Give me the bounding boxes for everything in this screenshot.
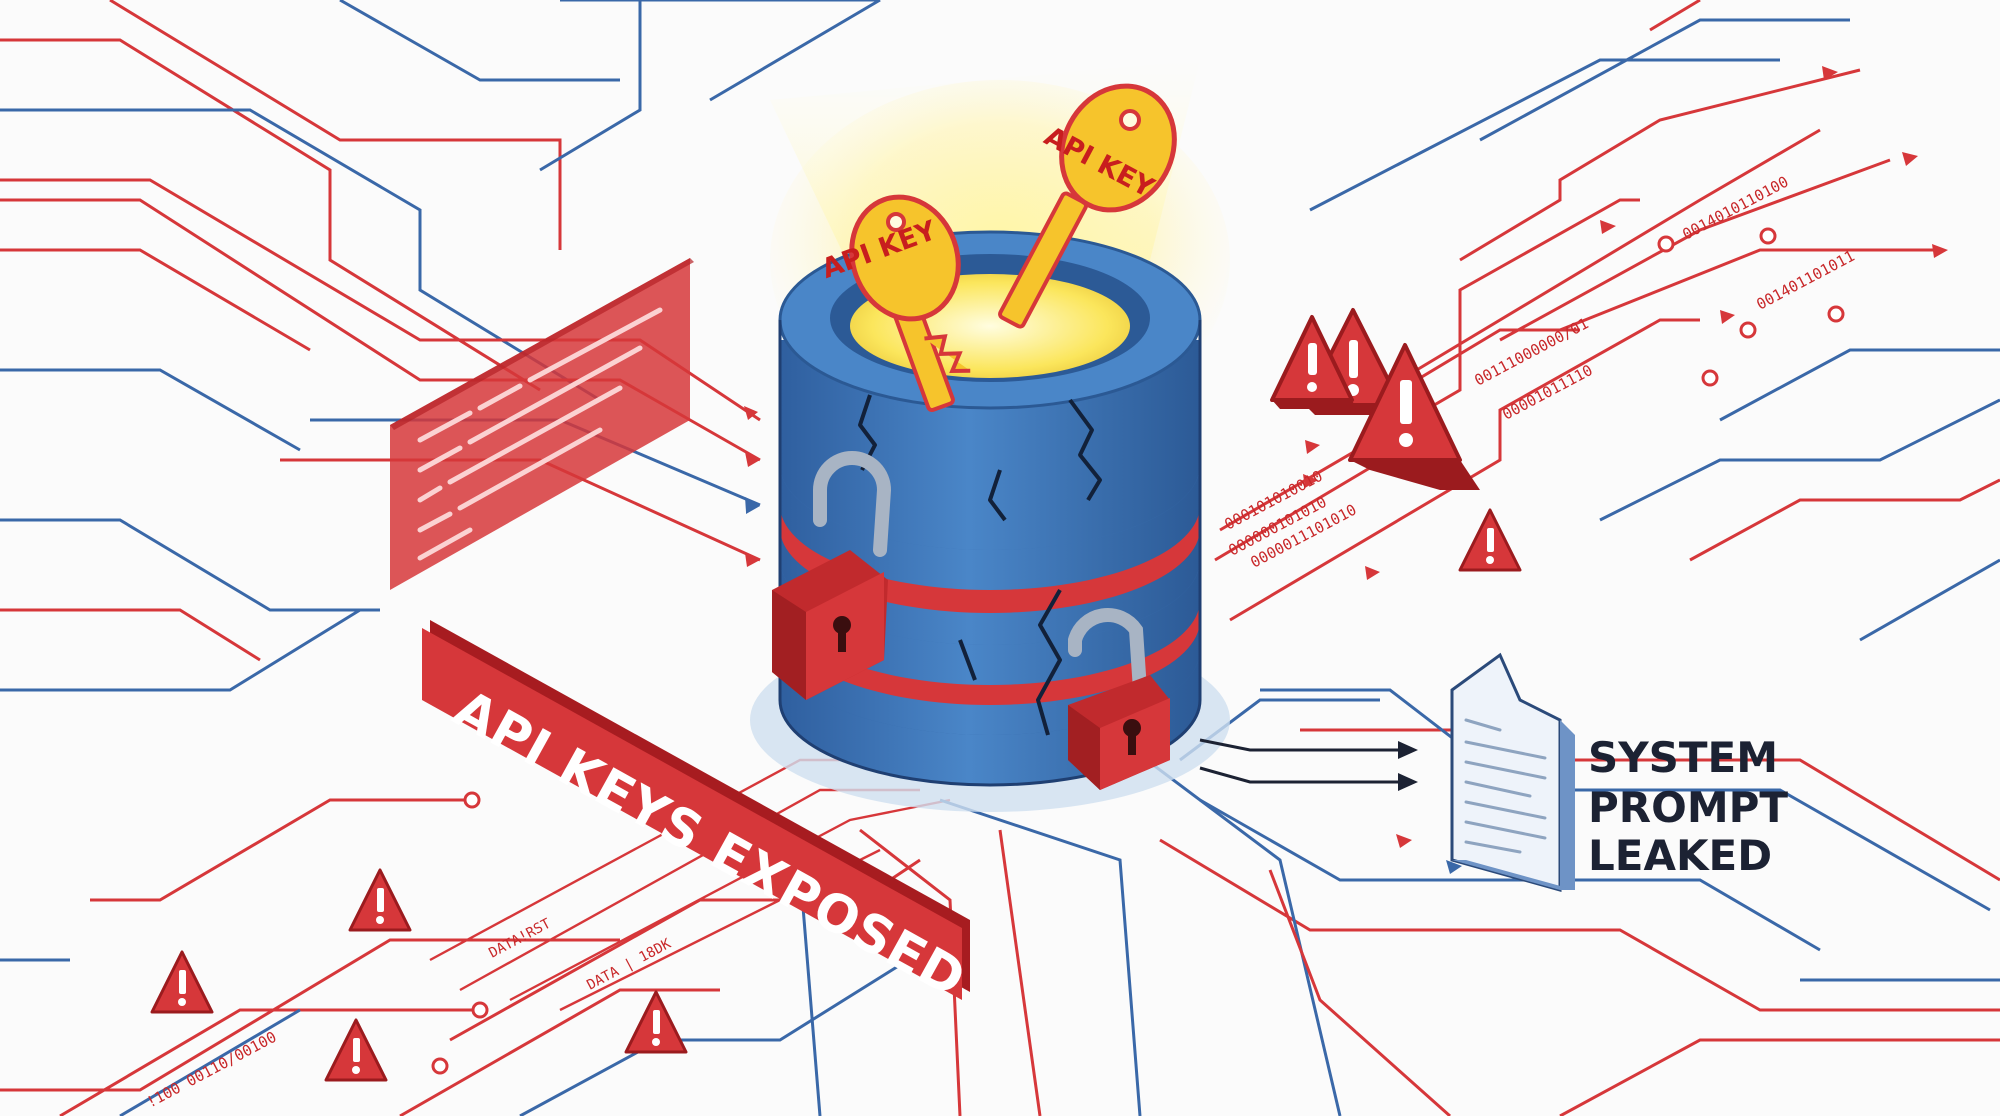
warning-icon — [1270, 315, 1356, 409]
api-key-right: API KEY — [998, 83, 1177, 329]
circuit-nodes — [431, 227, 1845, 1075]
broken-padlock-right — [1068, 607, 1170, 790]
warning-triangles — [150, 308, 1522, 1082]
binary-stream: 001401101011 — [1753, 247, 1857, 314]
warning-icon — [324, 1018, 388, 1082]
data-tag: DATA | 18DK — [584, 936, 674, 994]
warning-icon — [1458, 508, 1522, 572]
warning-icon — [1348, 343, 1480, 490]
warning-icon — [624, 990, 688, 1054]
system-prompt-leaked-label: SYSTEM PROMPT LEAKED — [1588, 733, 1788, 880]
leak-line: LEAKED — [1588, 831, 1772, 880]
leaked-document — [1450, 652, 1575, 892]
leak-line: PROMPT — [1588, 783, 1788, 832]
code-panel — [390, 258, 694, 590]
warning-icon — [150, 950, 214, 1014]
binary-stream: !100 00110/00100 — [143, 1028, 279, 1112]
broken-padlock-left — [772, 451, 892, 700]
warning-icon — [348, 868, 412, 932]
outgoing-arrows — [1303, 66, 1948, 874]
leak-arrows — [1199, 738, 1418, 791]
leak-line: SYSTEM — [1588, 733, 1778, 782]
incoming-arrows — [744, 406, 760, 567]
code-lines — [417, 307, 663, 561]
